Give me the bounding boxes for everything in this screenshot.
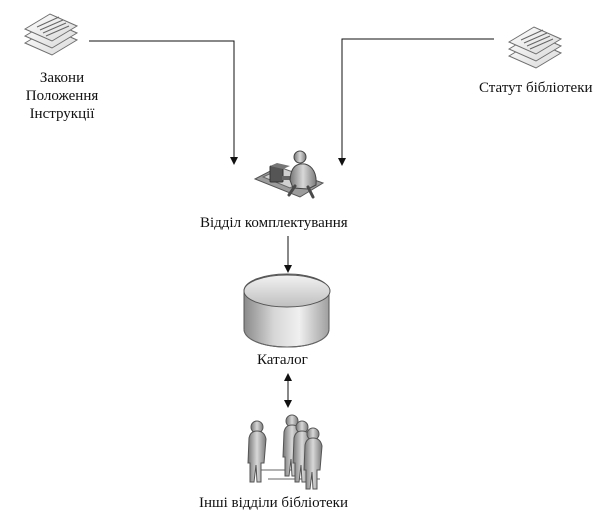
left-flow-arrow [89, 40, 238, 165]
instructions-label: Інструкції [29, 106, 95, 122]
library-statute-label: Статут бібліотеки [479, 80, 593, 96]
acquisition-workstation-icon [253, 150, 325, 199]
other-library-departments-label: Інші відділи бібліотеки [199, 495, 348, 511]
catalog-database-icon [243, 273, 331, 348]
right-flow-arrow [338, 38, 494, 166]
other-departments-people-icon [247, 414, 323, 490]
catalog-label: Каталог [257, 352, 308, 368]
right-document-stack-icon [507, 26, 563, 69]
acquisition-department-label: Відділ комплектування [200, 215, 348, 231]
regulations-label: Положення [25, 88, 99, 104]
laws-label: Закони [39, 70, 85, 86]
left-document-stack-icon [23, 13, 79, 56]
laws-label-group: Закони Положення Інструкції [18, 69, 106, 123]
